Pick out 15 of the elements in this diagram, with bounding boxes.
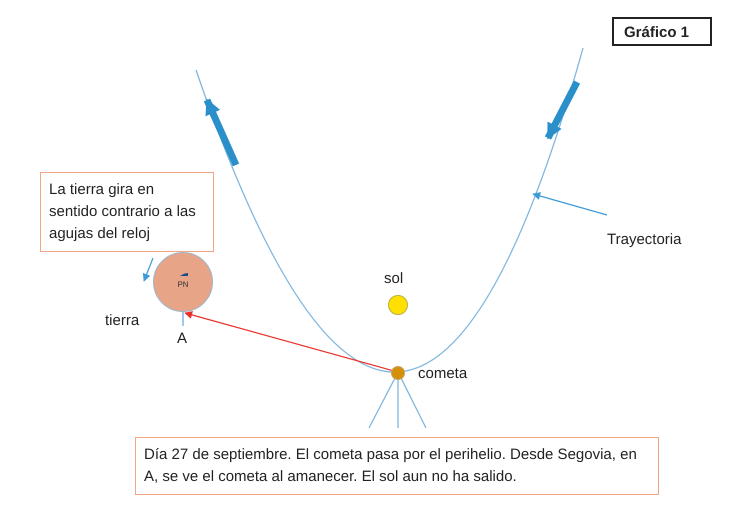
comet-circle xyxy=(391,366,405,380)
pole-label: PN xyxy=(176,280,190,289)
object-label: sol xyxy=(384,270,404,287)
leader-line xyxy=(532,192,608,216)
sun-circle xyxy=(388,295,408,315)
object-label: tierra xyxy=(105,312,140,329)
object-label: cometa xyxy=(418,365,468,382)
note-text: Día 27 de septiembre. El cometa pasa por el perihelio. Desde Segovia, en A, se ve el cometa al amanecer. El sol aun no ha salido. xyxy=(144,445,638,487)
title: Gráfico 1 xyxy=(612,17,712,46)
note-text: La tierra gira en sentido contrario a las agujas del reloj xyxy=(49,180,197,244)
text-box xyxy=(135,437,659,495)
arrow xyxy=(184,311,392,371)
point-label: A xyxy=(177,330,188,347)
text-box xyxy=(40,172,214,252)
trajectory-label: Trayectoria xyxy=(607,231,682,248)
